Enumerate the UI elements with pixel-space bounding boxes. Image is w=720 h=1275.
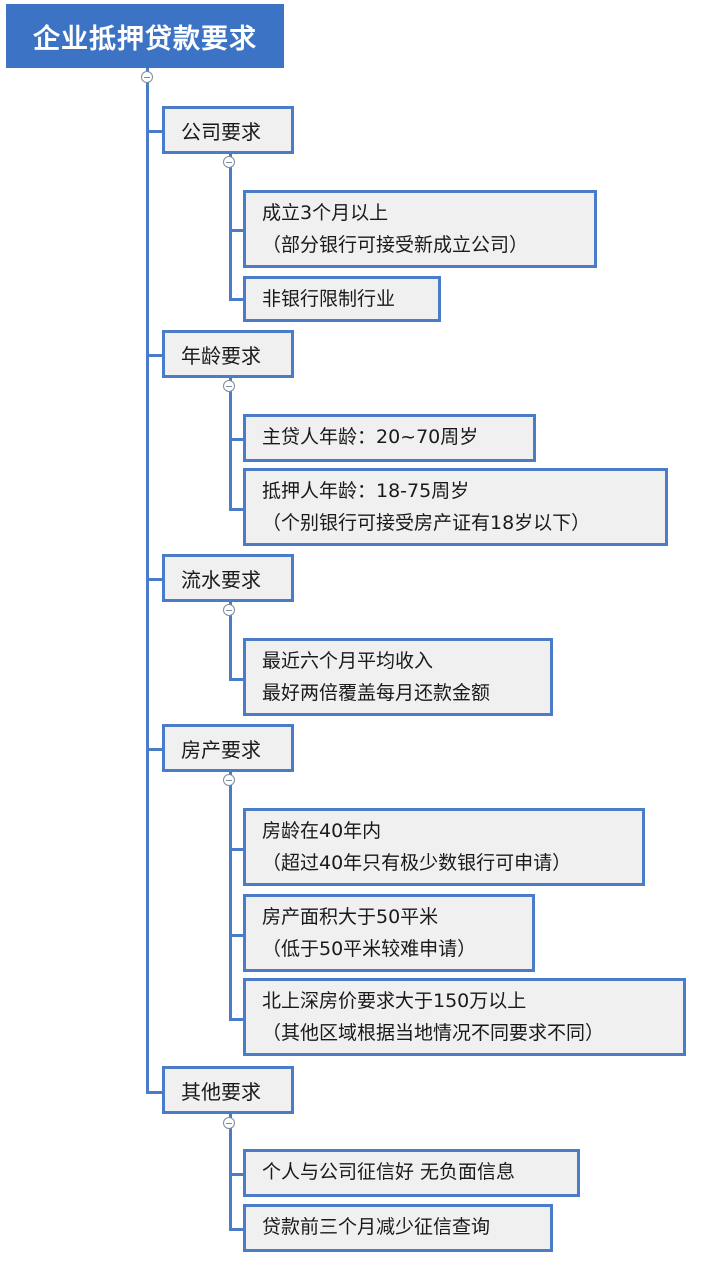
leaf-line: （超过40年只有极少数银行可申请） (262, 852, 572, 874)
section-collapse-toggle[interactable] (223, 1117, 235, 1129)
section-collapse-toggle[interactable] (223, 156, 235, 168)
leaf-line: 个人与公司征信好 无负面信息 (262, 1161, 516, 1183)
leaf-mortgagor-age[interactable]: 抵押人年龄：18-75周岁 （个别银行可接受房产证有18岁以下） (243, 468, 668, 546)
leaf-property-area[interactable]: 房产面积大于50平米 （低于50平米较难申请） (243, 894, 535, 972)
connector (229, 438, 245, 441)
sub-connector (229, 154, 232, 300)
connector (229, 229, 245, 232)
connector (229, 848, 245, 851)
leaf-line: （低于50平米较难申请） (262, 938, 477, 960)
leaf-credit[interactable]: 个人与公司征信好 无负面信息 (243, 1149, 580, 1197)
category-label: 流水要求 (181, 567, 261, 592)
leaf-line: 主贷人年龄：20~70周岁 (262, 426, 479, 448)
leaf-line: 抵押人年龄：18-75周岁 (262, 480, 470, 502)
leaf-property-price[interactable]: 北上深房价要求大于150万以上 （其他区域根据当地情况不同要求不同） (243, 978, 686, 1056)
connector (229, 508, 245, 511)
connector (146, 1091, 164, 1094)
leaf-line: （其他区域根据当地情况不同要求不同） (262, 1022, 605, 1044)
category-other[interactable]: 其他要求 (162, 1066, 294, 1114)
root-collapse-toggle[interactable] (141, 71, 153, 83)
section-collapse-toggle[interactable] (223, 604, 235, 616)
section-collapse-toggle[interactable] (223, 774, 235, 786)
leaf-line: 北上深房价要求大于150万以上 (262, 990, 527, 1012)
connector (146, 748, 164, 751)
connector (229, 934, 245, 937)
connector (146, 578, 164, 581)
category-cashflow[interactable]: 流水要求 (162, 554, 294, 602)
leaf-credit-query[interactable]: 贷款前三个月减少征信查询 (243, 1204, 553, 1252)
category-label: 年龄要求 (181, 343, 261, 368)
leaf-property-age[interactable]: 房龄在40年内 （超过40年只有极少数银行可申请） (243, 808, 645, 886)
leaf-borrower-age[interactable]: 主贷人年龄：20~70周岁 (243, 414, 536, 462)
leaf-line: 房龄在40年内 (262, 820, 382, 842)
leaf-line: 贷款前三个月减少征信查询 (262, 1216, 491, 1238)
leaf-line: 最近六个月平均收入 (262, 650, 434, 672)
connector (229, 298, 245, 301)
mindmap-root-title[interactable]: 企业抵押贷款要求 (6, 4, 284, 68)
leaf-line: （部分银行可接受新成立公司） (262, 234, 529, 256)
leaf-industry[interactable]: 非银行限制行业 (243, 276, 441, 322)
leaf-line: 成立3个月以上 (262, 202, 389, 224)
sub-connector (229, 1114, 232, 1230)
connector (229, 1228, 245, 1231)
leaf-line: 房产面积大于50平米 (262, 906, 439, 928)
leaf-line: （个别银行可接受房产证有18岁以下） (262, 512, 591, 534)
section-collapse-toggle[interactable] (223, 380, 235, 392)
sub-connector (229, 602, 232, 680)
connector (229, 1018, 245, 1021)
main-connector (146, 68, 149, 1094)
category-label: 其他要求 (181, 1079, 261, 1104)
connector (146, 354, 164, 357)
leaf-company-age[interactable]: 成立3个月以上 （部分银行可接受新成立公司） (243, 190, 597, 268)
connector (229, 1173, 245, 1176)
category-label: 公司要求 (181, 119, 261, 144)
leaf-line: 最好两倍覆盖每月还款金额 (262, 682, 491, 704)
category-age[interactable]: 年龄要求 (162, 330, 294, 378)
category-label: 房产要求 (181, 737, 261, 762)
sub-connector (229, 378, 232, 510)
category-company[interactable]: 公司要求 (162, 106, 294, 154)
connector (146, 130, 164, 133)
leaf-income[interactable]: 最近六个月平均收入 最好两倍覆盖每月还款金额 (243, 638, 553, 716)
leaf-line: 非银行限制行业 (262, 288, 396, 310)
category-property[interactable]: 房产要求 (162, 724, 294, 772)
connector (229, 678, 245, 681)
sub-connector (229, 772, 232, 1020)
